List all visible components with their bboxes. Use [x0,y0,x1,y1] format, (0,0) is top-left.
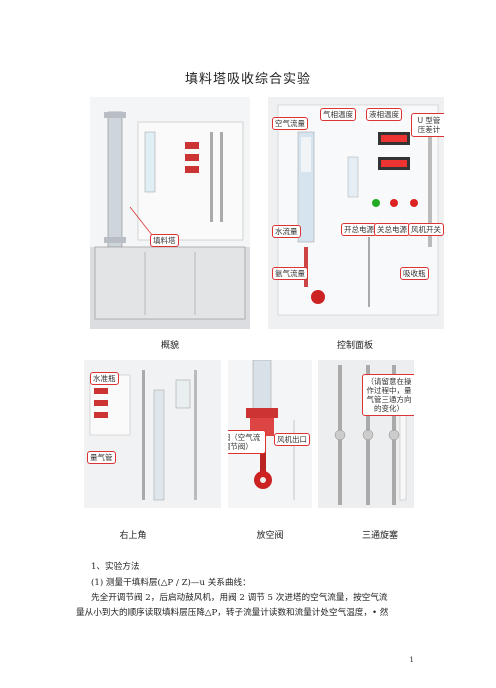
caption-upper-right: 右上角 [119,531,147,541]
page-title: 填料塔吸收综合实验 [184,72,311,87]
callout-packed-tower: 填料塔 [150,234,179,247]
callout-fan-outlet: 风机出口 [274,433,310,446]
callout-u-tube: U 型管 压差计 [411,113,444,137]
paragraph-line-2: 量从小到大的顺序读取填料层压降△P，转子流量计读数和流量计处空气温度，• 然 [76,608,389,618]
paragraph-line-1: 先全开调节阀 2，后启动鼓风机，用阀 2 调节 5 次进塔的空气流量，按空气流 [91,593,388,603]
callout-liquid-temp: 液相温度 [366,108,402,121]
control-panel-photo: 空气流量 气相温度 液相温度 U 型管 压差计 水流量 开总电源 关总电源 风机… [268,97,444,329]
caption-three-way: 三通旋塞 [361,531,398,541]
callout-fan-switch: 风机开关 [408,223,444,236]
caption-vent-valve: 放空阀 [256,531,284,541]
page-number: 1 [409,656,414,664]
callout-three-way-note: （请留意在操作过程中，量气管三通方向的变化） [362,374,414,416]
callout-vent-valve: 放空阀（空气流量调节阀） [228,430,266,454]
caption-overview: 概貌 [160,341,179,351]
callout-air-flow: 空气流量 [272,117,308,130]
callout-gas-meter: 量气管 [87,451,116,464]
callout-absorb-bottle: 吸收瓶 [400,267,429,280]
callout-water-flow: 水流量 [272,225,301,238]
caption-control-panel: 控制面板 [336,341,373,351]
upper-right-photo: 水准瓶 量气管 [84,360,221,508]
three-way-photo: （请留意在操作过程中，量气管三通方向的变化） [318,360,414,508]
callout-gas-temp: 气相温度 [320,108,356,121]
callout-ammonia-flow: 氨气流量 [272,267,308,280]
callout-main-power-on: 开总电源 [341,223,377,236]
upper-right-image [84,360,221,508]
section-heading: 1、实验方法 [91,562,140,572]
overview-image [90,97,250,329]
subsection-heading: (1) 测量干填料层(△P / Z)—u 关系曲线： [91,578,251,588]
callout-water-bottle: 水准瓶 [90,372,119,385]
control-panel-image [268,97,444,329]
vent-valve-photo: 放空阀（空气流量调节阀） 风机出口 [228,360,312,508]
overview-photo: 填料塔 [90,97,250,329]
callout-main-power-off: 关总电源 [374,223,410,236]
